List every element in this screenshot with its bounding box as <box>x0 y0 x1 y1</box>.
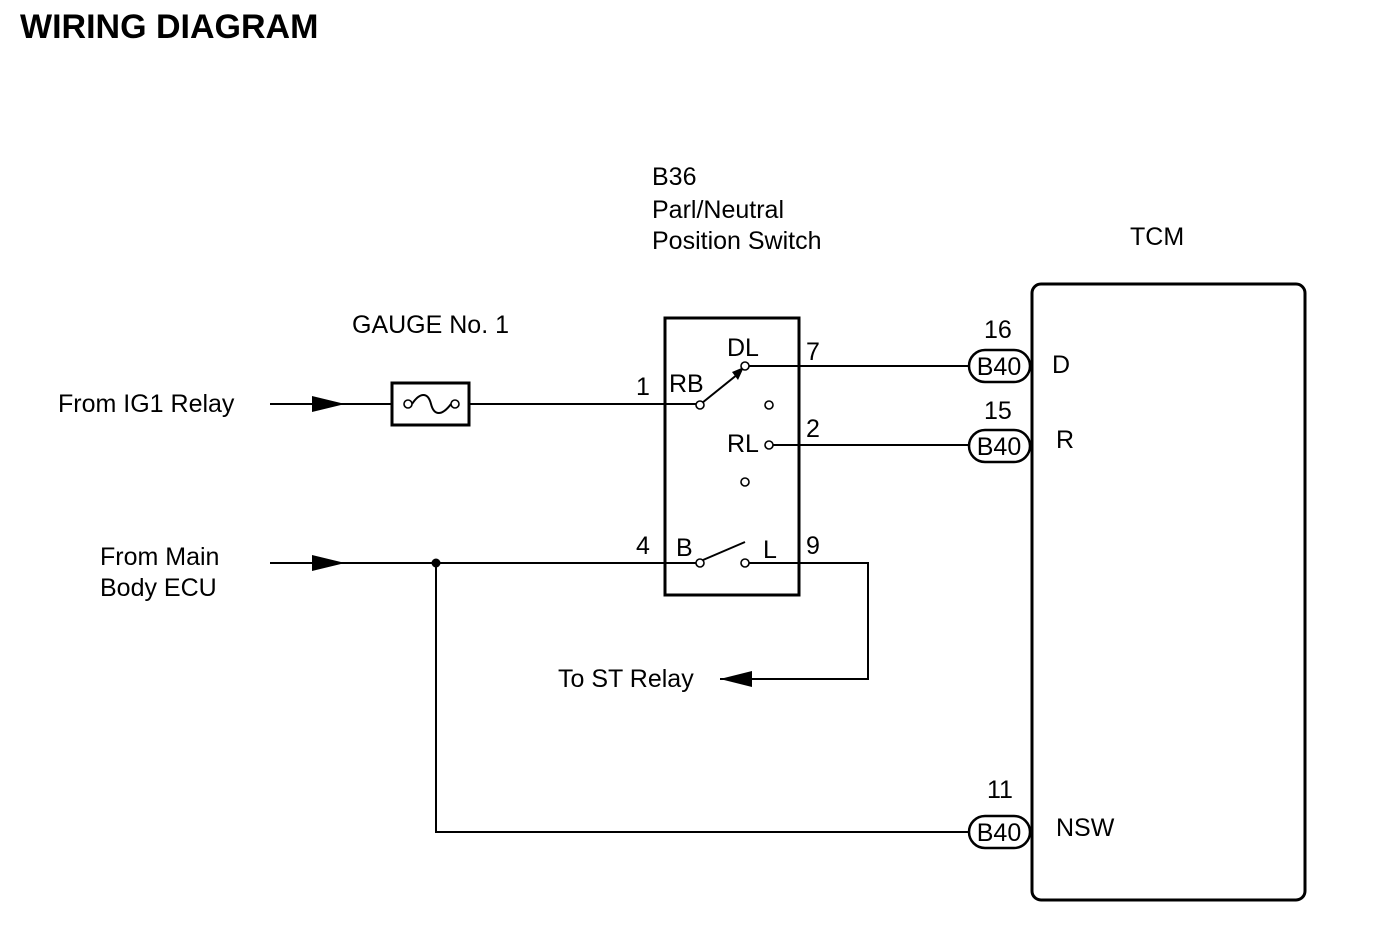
wire-ecu-to-nsw <box>435 563 970 833</box>
signal-label: R <box>1056 426 1074 454</box>
terminal-dl-label: DL <box>727 334 759 362</box>
connector-pin: 15 <box>984 397 1012 425</box>
arrow-right-icon <box>312 396 345 412</box>
pin-2: 2 <box>806 415 820 443</box>
arrow-right-icon <box>312 555 345 571</box>
arrow-left-icon <box>720 671 752 687</box>
terminal-l-label: L <box>763 536 777 564</box>
tcm-box <box>1030 282 1307 902</box>
switch-box <box>663 316 801 597</box>
connector-pin: 11 <box>987 776 1013 804</box>
source-ig1-relay: From IG1 Relay <box>58 390 235 418</box>
connector-code: B40 <box>977 819 1021 847</box>
fuse-icon <box>390 381 471 427</box>
switch-name-line1: Parl/Neutral <box>652 196 784 224</box>
connector-code: B40 <box>977 433 1021 461</box>
connector-code: B40 <box>977 353 1021 381</box>
source-ecu-line1: From Main <box>100 543 219 571</box>
pin-4: 4 <box>636 532 650 560</box>
switch-code: B36 <box>652 163 696 191</box>
connector-pin: 16 <box>984 316 1012 344</box>
bl-switch-icon <box>695 541 750 568</box>
wire-l-to-st-relay <box>720 562 869 680</box>
rotary-switch-icon <box>695 361 774 487</box>
fuse-label: GAUGE No. 1 <box>352 311 509 339</box>
connector-nsw: 11 B40 NSW <box>967 776 1115 850</box>
signal-label: NSW <box>1056 814 1115 842</box>
connector-d: 16 B40 D <box>967 316 1070 384</box>
page-title: WIRING DIAGRAM <box>20 8 318 46</box>
switch-name-line2: Position Switch <box>652 227 822 255</box>
signal-label: D <box>1052 351 1070 379</box>
source-ecu-line2: Body ECU <box>100 574 217 602</box>
dest-st-relay: To ST Relay <box>558 665 694 693</box>
pin-9: 9 <box>806 532 820 560</box>
pin-1: 1 <box>636 373 650 401</box>
pin-7: 7 <box>806 338 820 366</box>
terminal-rb-label: RB <box>669 370 704 398</box>
connector-r: 15 B40 R <box>967 397 1074 464</box>
tcm-label: TCM <box>1130 223 1184 251</box>
terminal-rl-label: RL <box>727 430 759 458</box>
terminal-b-label: B <box>676 534 693 562</box>
